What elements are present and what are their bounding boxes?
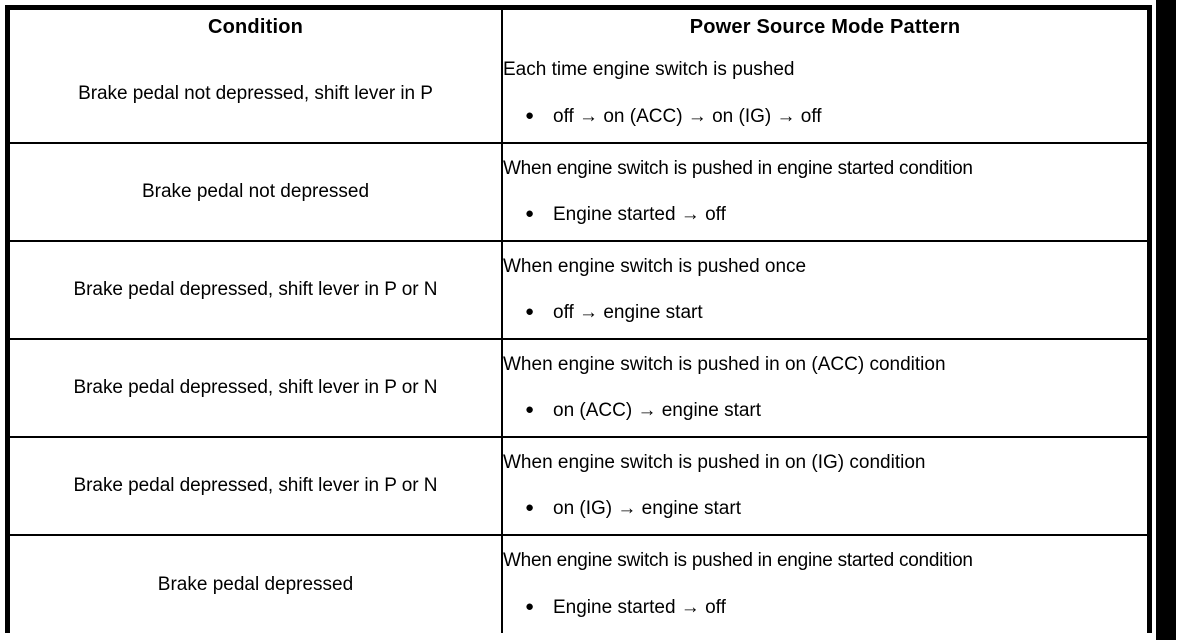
pattern-flow-text: Engine started → off [553, 204, 726, 225]
table-row: Brake pedal not depressed When engine sw… [10, 142, 1147, 242]
pattern-cell: Each time engine switch is pushed ● off →… [501, 45, 1147, 144]
pattern-description: When engine switch is pushed in on (IG) … [503, 451, 926, 473]
pattern-description: When engine switch is pushed in on (ACC)… [503, 353, 946, 375]
pattern-flow-text: off → on (ACC) → on (IG) → off [553, 105, 822, 127]
bullet-icon: ● [525, 597, 535, 615]
pattern-description: Each time engine switch is pushed [503, 59, 795, 81]
page-edge-artifact [1156, 0, 1176, 640]
table-header: Condition Power Source Mode Pattern [10, 10, 1147, 45]
pattern-flow-text: off → engine start [553, 302, 703, 323]
table-header-row: Condition Power Source Mode Pattern [10, 10, 1147, 45]
condition-cell: Brake pedal depressed, shift lever in P … [10, 240, 503, 340]
pattern-item: ● on (IG) → engine start [503, 497, 1147, 521]
pattern-item: ● Engine started → off [503, 203, 1147, 227]
pattern-item: ● on (ACC) → engine start [503, 399, 1147, 423]
condition-cell: Brake pedal not depressed, shift lever i… [10, 45, 503, 144]
pattern-item: ● off → engine start [503, 301, 1147, 325]
table-row: Brake pedal depressed When engine switch… [10, 534, 1147, 633]
condition-text: Brake pedal not depressed, shift lever i… [78, 82, 433, 104]
bullet-icon: ● [525, 106, 535, 124]
pattern-cell: When engine switch is pushed in on (IG) … [501, 436, 1147, 536]
condition-text: Brake pedal depressed [157, 573, 354, 595]
condition-cell: Brake pedal depressed, shift lever in P … [10, 436, 503, 536]
pattern-item: ● Engine started → off [503, 596, 1147, 620]
condition-cell: Brake pedal not depressed [10, 142, 503, 242]
table-row: Brake pedal depressed, shift lever in P … [10, 436, 1147, 536]
pattern-cell: When engine switch is pushed in on (ACC)… [501, 338, 1147, 438]
pattern-flow-text: on (ACC) → engine start [553, 400, 762, 421]
bullet-icon: ● [525, 303, 535, 320]
bullet-icon: ● [525, 401, 535, 418]
column-header-condition: Condition [10, 10, 503, 45]
condition-text: Brake pedal depressed, shift lever in P … [73, 377, 438, 398]
bullet-icon: ● [525, 205, 535, 222]
power-source-mode-table: Condition Power Source Mode Pattern Brak… [5, 5, 1152, 633]
table: Condition Power Source Mode Pattern Brak… [10, 10, 1147, 633]
table-row: Brake pedal depressed, shift lever in P … [10, 338, 1147, 438]
pattern-cell: When engine switch is pushed in engine s… [501, 142, 1147, 242]
condition-text: Brake pedal depressed, shift lever in P … [73, 279, 438, 300]
pattern-cell: When engine switch is pushed in engine s… [501, 534, 1147, 633]
pattern-description: When engine switch is pushed in engine s… [503, 157, 973, 179]
pattern-item: ● off → on (ACC) → on (IG) → off [503, 105, 1147, 129]
bullet-icon: ● [525, 499, 535, 516]
condition-cell: Brake pedal depressed [10, 534, 503, 633]
pattern-description: When engine switch is pushed once [503, 255, 807, 277]
condition-text: Brake pedal not depressed [141, 181, 370, 202]
table-body: Brake pedal not depressed, shift lever i… [10, 45, 1147, 633]
pattern-flow-text: Engine started → off [553, 596, 726, 618]
table-row: Brake pedal not depressed, shift lever i… [10, 45, 1147, 144]
column-header-power-source-mode-pattern: Power Source Mode Pattern [501, 10, 1147, 45]
pattern-description: When engine switch is pushed in engine s… [503, 550, 973, 572]
pattern-cell: When engine switch is pushed once ● off →… [501, 240, 1147, 340]
condition-text: Brake pedal depressed, shift lever in P … [73, 475, 438, 496]
condition-cell: Brake pedal depressed, shift lever in P … [10, 338, 503, 438]
pattern-flow-text: on (IG) → engine start [553, 498, 741, 519]
table-row: Brake pedal depressed, shift lever in P … [10, 240, 1147, 340]
